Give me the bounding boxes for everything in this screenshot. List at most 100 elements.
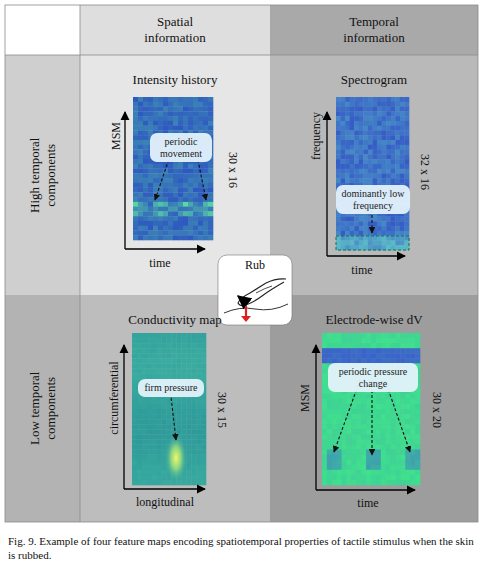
heatmap-cell (354, 159, 359, 164)
heatmap-cell (382, 145, 387, 150)
heatmap-cell (327, 348, 332, 353)
heatmap-cell (173, 97, 178, 102)
heatmap-cell (336, 164, 341, 169)
heatmap-cell (381, 394, 386, 399)
heatmap-cell (377, 159, 382, 164)
heatmap-cell (173, 107, 178, 112)
heatmap-cell (168, 102, 173, 107)
heatmap-cell (366, 414, 371, 419)
heatmap-cell (404, 174, 409, 179)
heatmap-cell (173, 188, 178, 193)
heatmap-cell (368, 154, 373, 159)
heatmap-cell (373, 231, 378, 236)
heatmap-cell (133, 111, 138, 116)
heatmap-cell (186, 338, 191, 343)
heatmap-cell (152, 409, 157, 414)
heatmap-cell (178, 188, 183, 193)
heatmap-cell (193, 116, 198, 121)
heatmap-cell (373, 126, 378, 131)
heatmap-cell (158, 102, 163, 107)
heatmap-cell (196, 358, 201, 363)
heatmap-cell (322, 389, 327, 394)
heatmap-cell (147, 439, 152, 444)
heatmap-cell (377, 178, 382, 183)
heatmap-cell (188, 197, 193, 202)
heatmap-cell (153, 226, 158, 231)
heatmap-cell (137, 368, 142, 373)
heatmap-cell (373, 217, 378, 222)
heatmap-cell (341, 126, 346, 131)
heatmap-cell (373, 154, 378, 159)
heatmap-cell (138, 164, 143, 169)
heatmap-cell (366, 348, 371, 353)
heatmap-cell (168, 164, 173, 169)
heatmap-cell (173, 116, 178, 121)
heatmap-cell (322, 434, 327, 439)
heatmap-cell (359, 140, 364, 145)
heatmap-cell (377, 164, 382, 169)
heatmap-cell (404, 107, 409, 112)
heatmap-cell (168, 235, 173, 240)
heatmap-cell (377, 130, 382, 135)
heatmap-cell (322, 358, 327, 363)
heatmap-cell (153, 173, 158, 178)
heatmap-cell (152, 434, 157, 439)
heatmap-cell (400, 240, 405, 245)
heatmap-cell (366, 419, 371, 424)
heatmap-cell (342, 409, 347, 414)
heatmap-cell (186, 434, 191, 439)
intensity-heatmap (133, 97, 213, 240)
heatmap-cell (171, 368, 176, 373)
heatmap-cell (361, 450, 366, 455)
heatmap-cell (203, 126, 208, 131)
heatmap-cell (382, 221, 387, 226)
heatmap-cell (391, 140, 396, 145)
heatmap-cell (158, 173, 163, 178)
heatmap-cell (332, 353, 337, 358)
heatmap-cell (162, 348, 167, 353)
heatmap-cell (396, 394, 401, 399)
heatmap-cell (351, 455, 356, 460)
heatmap-cell (201, 368, 206, 373)
heatmap-cell (415, 429, 420, 434)
heatmap-cell (376, 409, 381, 414)
heatmap-cell (359, 231, 364, 236)
heatmap-cell (203, 211, 208, 216)
heatmap-cell (147, 368, 152, 373)
heatmap-cell (356, 424, 361, 429)
heatmap-cell (171, 333, 176, 338)
heatmap-cell (152, 439, 157, 444)
heatmap-cell (133, 164, 138, 169)
heatmap-cell (341, 221, 346, 226)
heatmap-cell (162, 404, 167, 409)
heatmap-cell (138, 207, 143, 212)
heatmap-cell (143, 154, 148, 159)
heatmap-cell (162, 368, 167, 373)
heatmap-cell (336, 97, 341, 102)
heatmap-cell (386, 231, 391, 236)
heatmap-cell (341, 169, 346, 174)
heatmap-cell (391, 450, 396, 455)
heatmap-cell (410, 439, 415, 444)
heatmap-cell (354, 231, 359, 236)
heatmap-cell (201, 399, 206, 404)
heatmap-cell (148, 207, 153, 212)
heatmap-cell (350, 174, 355, 179)
heatmap-cell (191, 348, 196, 353)
heatmap-cell (191, 480, 196, 485)
heatmap-cell (198, 197, 203, 202)
heatmap-cell (396, 465, 401, 470)
heatmap-cell (396, 353, 401, 358)
heatmap-cell (386, 159, 391, 164)
heatmap-cell (186, 333, 191, 338)
heatmap-cell (133, 149, 138, 154)
heatmap-cell (138, 126, 143, 131)
heatmap-cell (415, 394, 420, 399)
heatmap-cell (138, 121, 143, 126)
heatmap-cell (350, 164, 355, 169)
heatmap-cell (157, 333, 162, 338)
corner-cell (5, 5, 80, 55)
heatmap-cell (133, 107, 138, 112)
heatmap-cell (147, 444, 152, 449)
heatmap-cell (191, 333, 196, 338)
